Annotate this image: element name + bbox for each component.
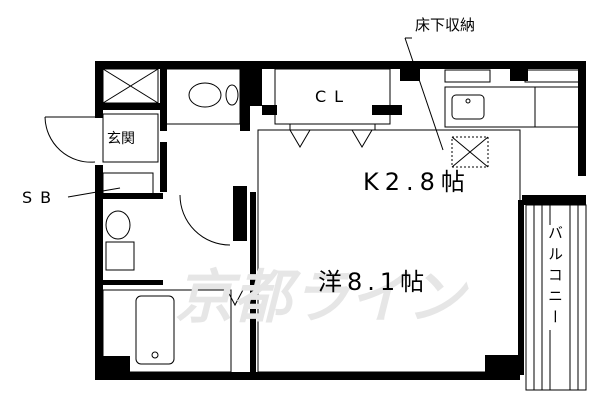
watermark-text: 京都ライン (175, 263, 466, 331)
western-room-label: 洋8.1帖 (318, 268, 430, 296)
kitchen-label: K2.8帖 (363, 168, 471, 196)
balcony-label: バルコニー (546, 225, 564, 330)
entrance-label: 玄関 (107, 131, 135, 147)
closet-label: CL (315, 87, 352, 106)
walls (95, 61, 586, 380)
shoe-box-label: SB (22, 188, 60, 207)
underfloor-storage-label: 床下収納 (415, 16, 476, 34)
